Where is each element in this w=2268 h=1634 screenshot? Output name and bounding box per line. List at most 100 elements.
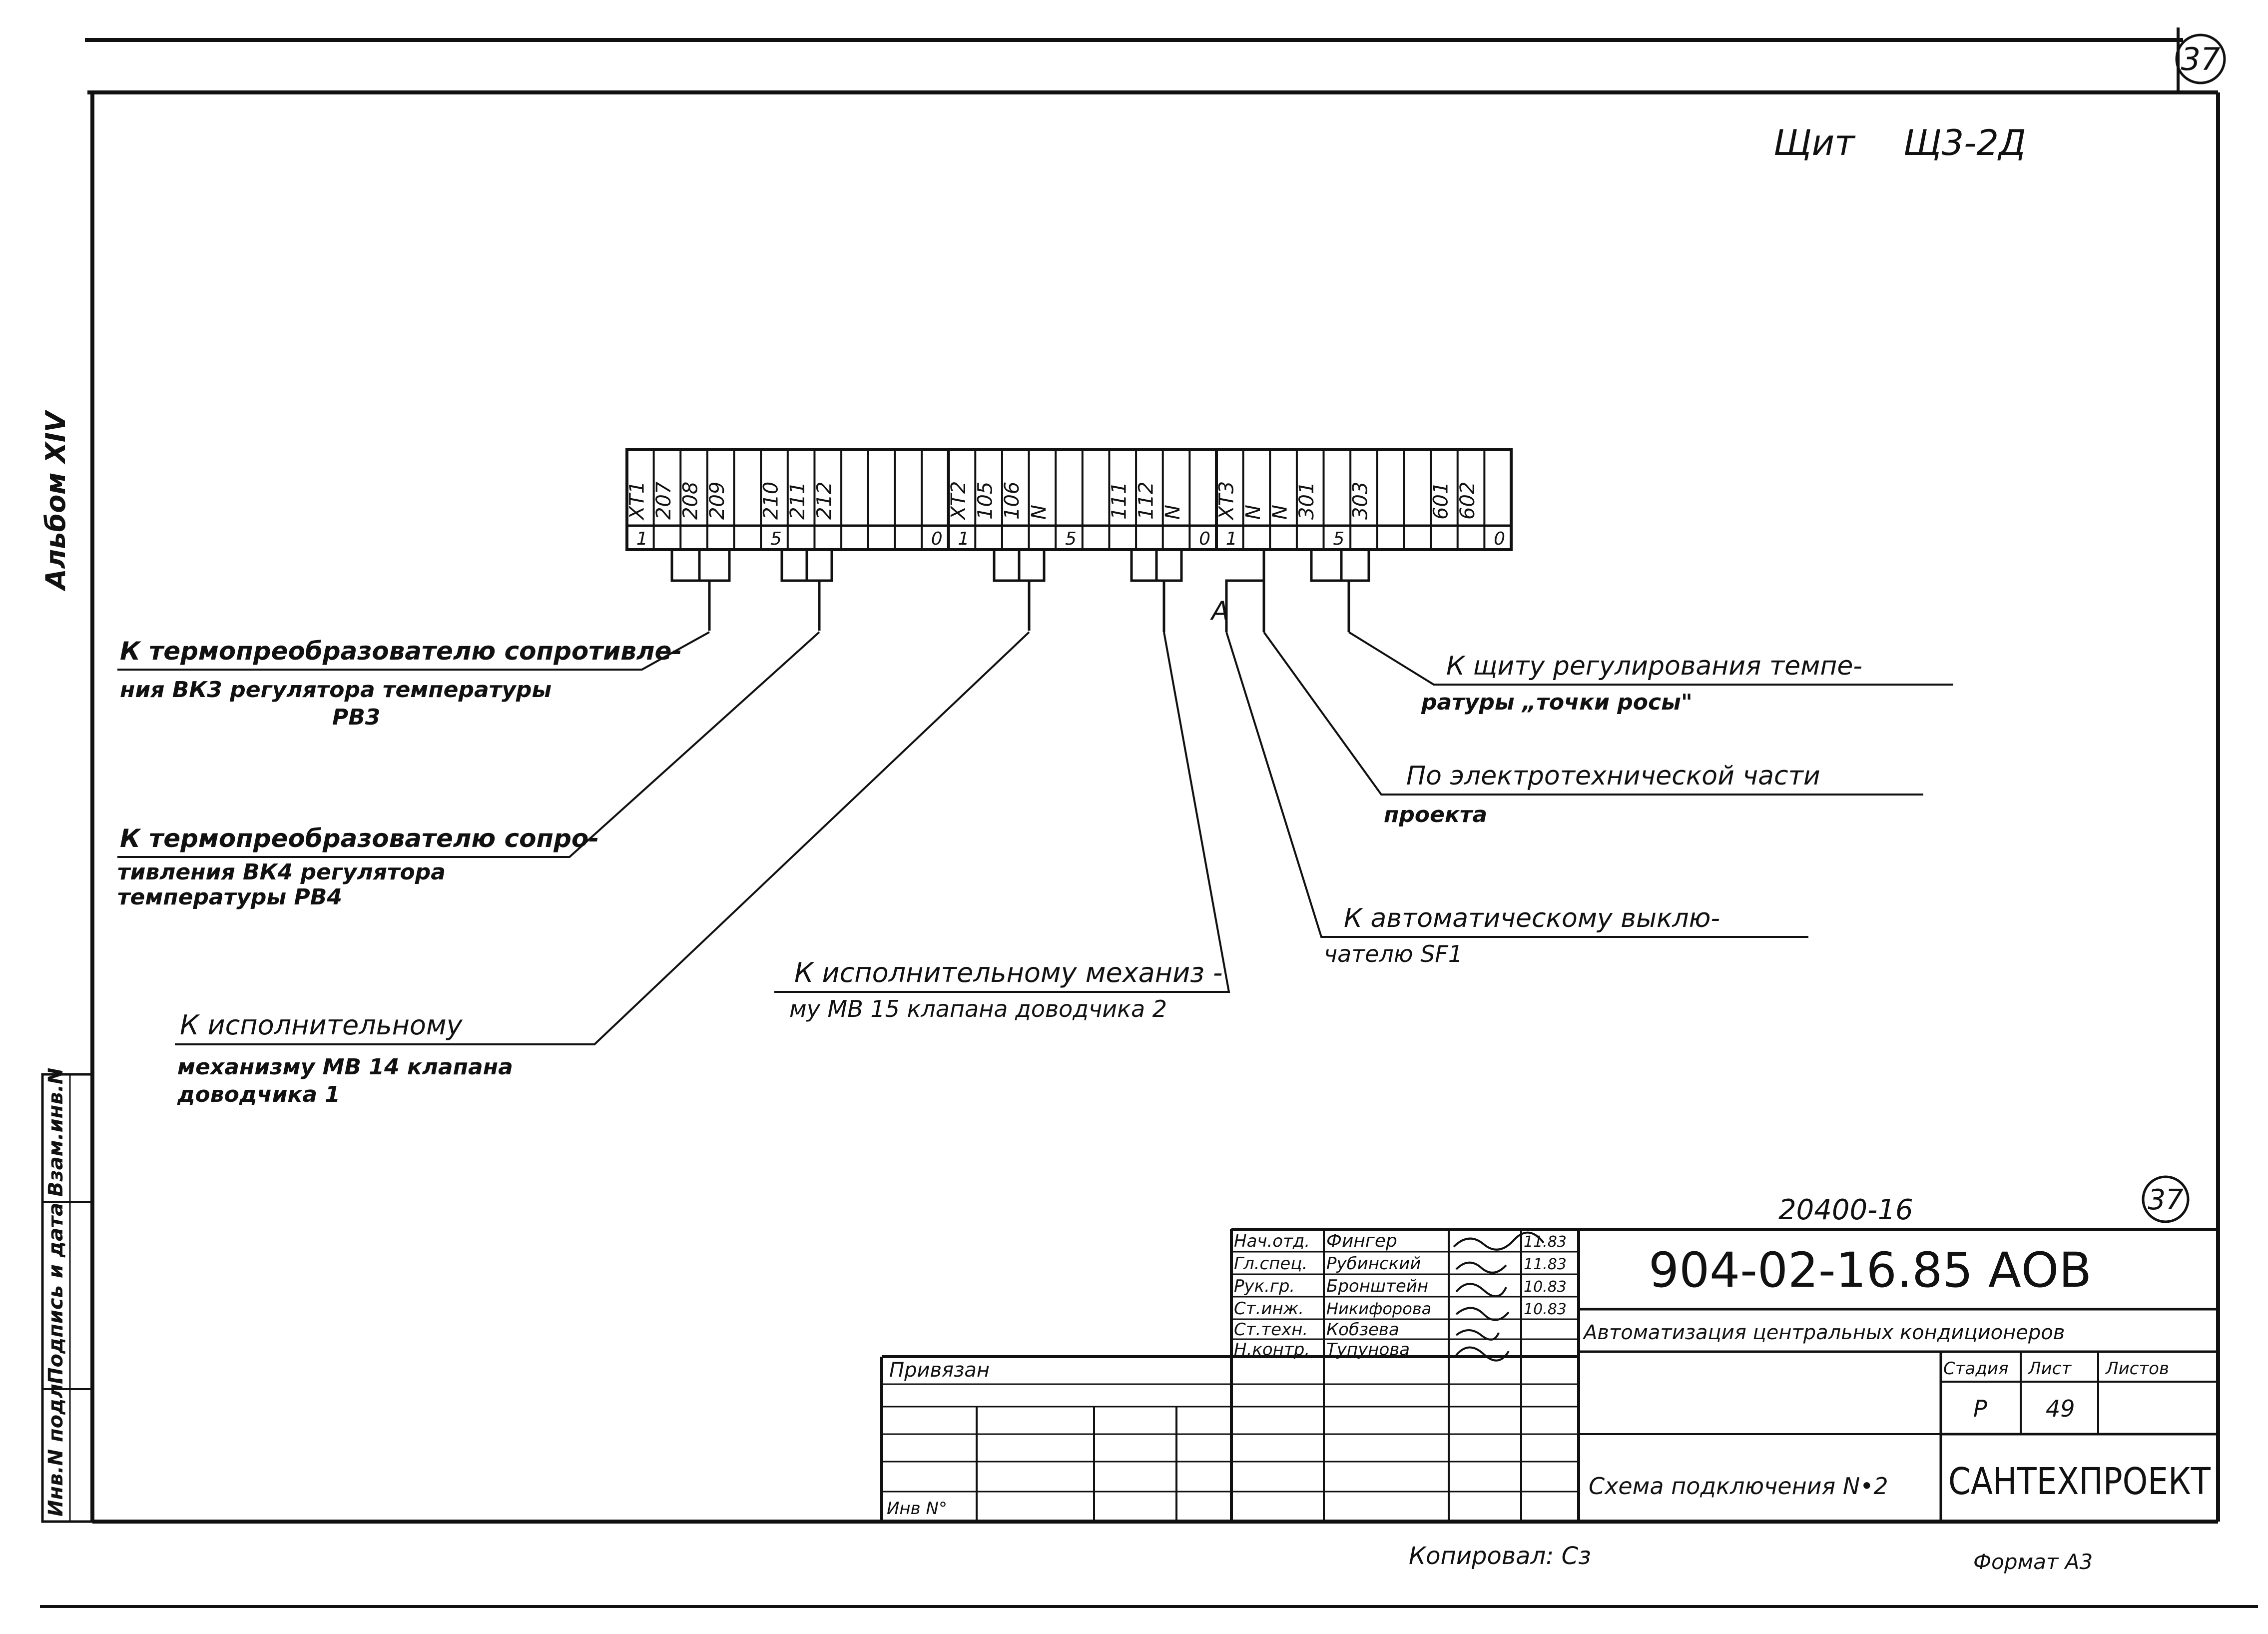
staff-date-2: 11.83: [1524, 1256, 1567, 1273]
sheet-title: Схема подключения N•2: [1589, 1473, 1888, 1500]
callout-2-line-3: температуры РВ4: [117, 884, 342, 910]
callout-3-line-3: доводчика 1: [177, 1082, 340, 1107]
callout-1: К термопреобразователю сопротивле- ния В…: [120, 637, 682, 730]
terminal-mark: 5: [770, 529, 782, 549]
terminal-label: 209: [706, 482, 729, 520]
terminal-label: N: [1242, 505, 1265, 520]
staff-date-1: 11.83: [1524, 1233, 1567, 1251]
sheet-header: Лист: [2027, 1359, 2072, 1379]
terminal-label: 212: [813, 482, 836, 520]
stamp-inv-label: Инв.N подл.: [44, 1376, 67, 1517]
callout-1-line-1: К термопреобразователю сопротивле-: [120, 637, 682, 666]
staff-name-5: Кобзева: [1326, 1320, 1399, 1340]
terminal-label: N: [1161, 505, 1184, 520]
sheet-frame: [40, 27, 2258, 1608]
signature-5: [1455, 1329, 1500, 1341]
staff-date-3: 10.83: [1524, 1278, 1567, 1296]
callout-1-line-2: ния ВК3 регулятора температуры: [120, 677, 552, 703]
terminal-label: 301: [1295, 482, 1318, 520]
callout-3-line-2: механизму МВ 14 клапана: [177, 1054, 513, 1080]
terminal-mark: 5: [1065, 529, 1077, 549]
title-page-circle: 37: [2148, 1184, 2184, 1216]
inv-label: Инв N°: [887, 1499, 947, 1519]
page-number-badge: 37: [2175, 33, 2226, 84]
staff-name-2: Рубинский: [1326, 1254, 1421, 1274]
project-ref: 20400-16: [1778, 1194, 1913, 1226]
signature-3: [1455, 1283, 1507, 1298]
staff-role-5: Ст.техн.: [1234, 1320, 1308, 1340]
callout-6-line-1: По электротехнической части: [1406, 761, 1820, 791]
tied-label: Привязан: [889, 1359, 990, 1382]
callout-5-line-1: К щиту регулирования темпе-: [1446, 651, 1862, 681]
panel-code: Щ3-2Д: [1903, 122, 2026, 163]
callout-4: К исполнительному механиз - му МВ 15 кла…: [789, 957, 1223, 1022]
terminal-label: 303: [1349, 482, 1372, 520]
sheets-header: Листов: [2105, 1359, 2169, 1379]
staff-name-1: Фингер: [1326, 1231, 1397, 1251]
album-label: Альбом XIV: [40, 409, 71, 592]
terminal-mark: 1: [636, 529, 648, 549]
staff-role-3: Рук.гр.: [1234, 1276, 1295, 1296]
staff-role-2: Гл.спец.: [1234, 1254, 1307, 1274]
callout-2-line-1: К термопреобразователю сопро-: [120, 824, 599, 853]
terminal-label: 211: [786, 482, 809, 520]
terminal-label: 105: [974, 482, 997, 520]
staff-name-3: Бронштейн: [1326, 1276, 1428, 1296]
staff-name-4: Никифорова: [1326, 1299, 1431, 1318]
callout-5-line-2: ратуры „точки росы": [1421, 690, 1693, 715]
terminal-mark: 0: [1494, 529, 1505, 549]
terminal-label: 601: [1429, 482, 1452, 520]
stage-header: Стадия: [1943, 1359, 2008, 1379]
callout-5: К щиту регулирования темпе- ратуры „точк…: [1421, 651, 1862, 715]
wiring: А: [117, 548, 1953, 1045]
paper-format: Формат А3: [1973, 1550, 2093, 1574]
mark-a: А: [1210, 596, 1229, 626]
terminal-label: XT3: [1215, 481, 1238, 521]
title-block: 20400-16 37 Н: [880, 1175, 2218, 1522]
callout-7-line-2: чателю SF1: [1324, 940, 1463, 967]
terminal-mark: 5: [1333, 529, 1344, 549]
stage-value: Р: [1973, 1395, 1987, 1422]
terminal-label: 210: [759, 482, 782, 520]
callout-2-line-2: тивления ВК4 регулятора: [117, 859, 446, 885]
page-number: 37: [2181, 41, 2221, 77]
terminal-label: 112: [1134, 482, 1157, 520]
terminal-label: N: [1269, 505, 1292, 520]
terminal-label: 207: [652, 481, 675, 520]
terminal-mark: 1: [958, 529, 969, 549]
sheet-value: 49: [2046, 1395, 2075, 1422]
terminal-cells: [652, 450, 1486, 550]
signature-6: [1455, 1346, 1510, 1362]
organization: САНТЕХПРОЕКТ: [1948, 1460, 2211, 1503]
staff-date-4: 10.83: [1524, 1301, 1567, 1318]
callout-6: По электротехнической части проекта: [1384, 761, 1820, 827]
panel-label: Щит: [1773, 122, 1856, 163]
side-stamp: Инв.N подл. Подпись и дата Взам.инв.N: [41, 1068, 94, 1523]
callout-1-line-3: РВ3: [332, 705, 380, 730]
document-code: 904-02-16.85 АОВ: [1649, 1242, 2092, 1298]
callout-3: К исполнительному механизму МВ 14 клапан…: [177, 1009, 513, 1107]
document-title: Автоматизация центральных кондиционеров: [1582, 1321, 2065, 1344]
signature-2: [1455, 1261, 1507, 1274]
callout-7: К автоматическому выклю- чателю SF1: [1324, 903, 1720, 967]
signature-1: [1453, 1231, 1545, 1251]
callout-4-line-2: му МВ 15 клапана доводчика 2: [789, 995, 1167, 1022]
staff-name-6: Тупунова: [1326, 1340, 1410, 1360]
terminal-label: 111: [1108, 482, 1131, 520]
stamp-replace-label: Взам.инв.N: [44, 1068, 67, 1197]
staff-role-6: Н.контр.: [1234, 1340, 1310, 1360]
stamp-sign-label: Подпись и дата: [44, 1203, 67, 1384]
staff-role-4: Ст.инж.: [1234, 1299, 1304, 1319]
terminal-label: 602: [1456, 482, 1479, 520]
terminal-mark: 0: [931, 529, 943, 549]
callout-2: К термопреобразователю сопро- тивления В…: [117, 824, 599, 910]
terminal-label: N: [1028, 505, 1051, 520]
callout-7-line-1: К автоматическому выклю-: [1344, 903, 1720, 933]
terminal-mark: 1: [1226, 529, 1237, 549]
terminal-label: 208: [679, 482, 702, 520]
terminal-label: XT1: [625, 481, 648, 521]
